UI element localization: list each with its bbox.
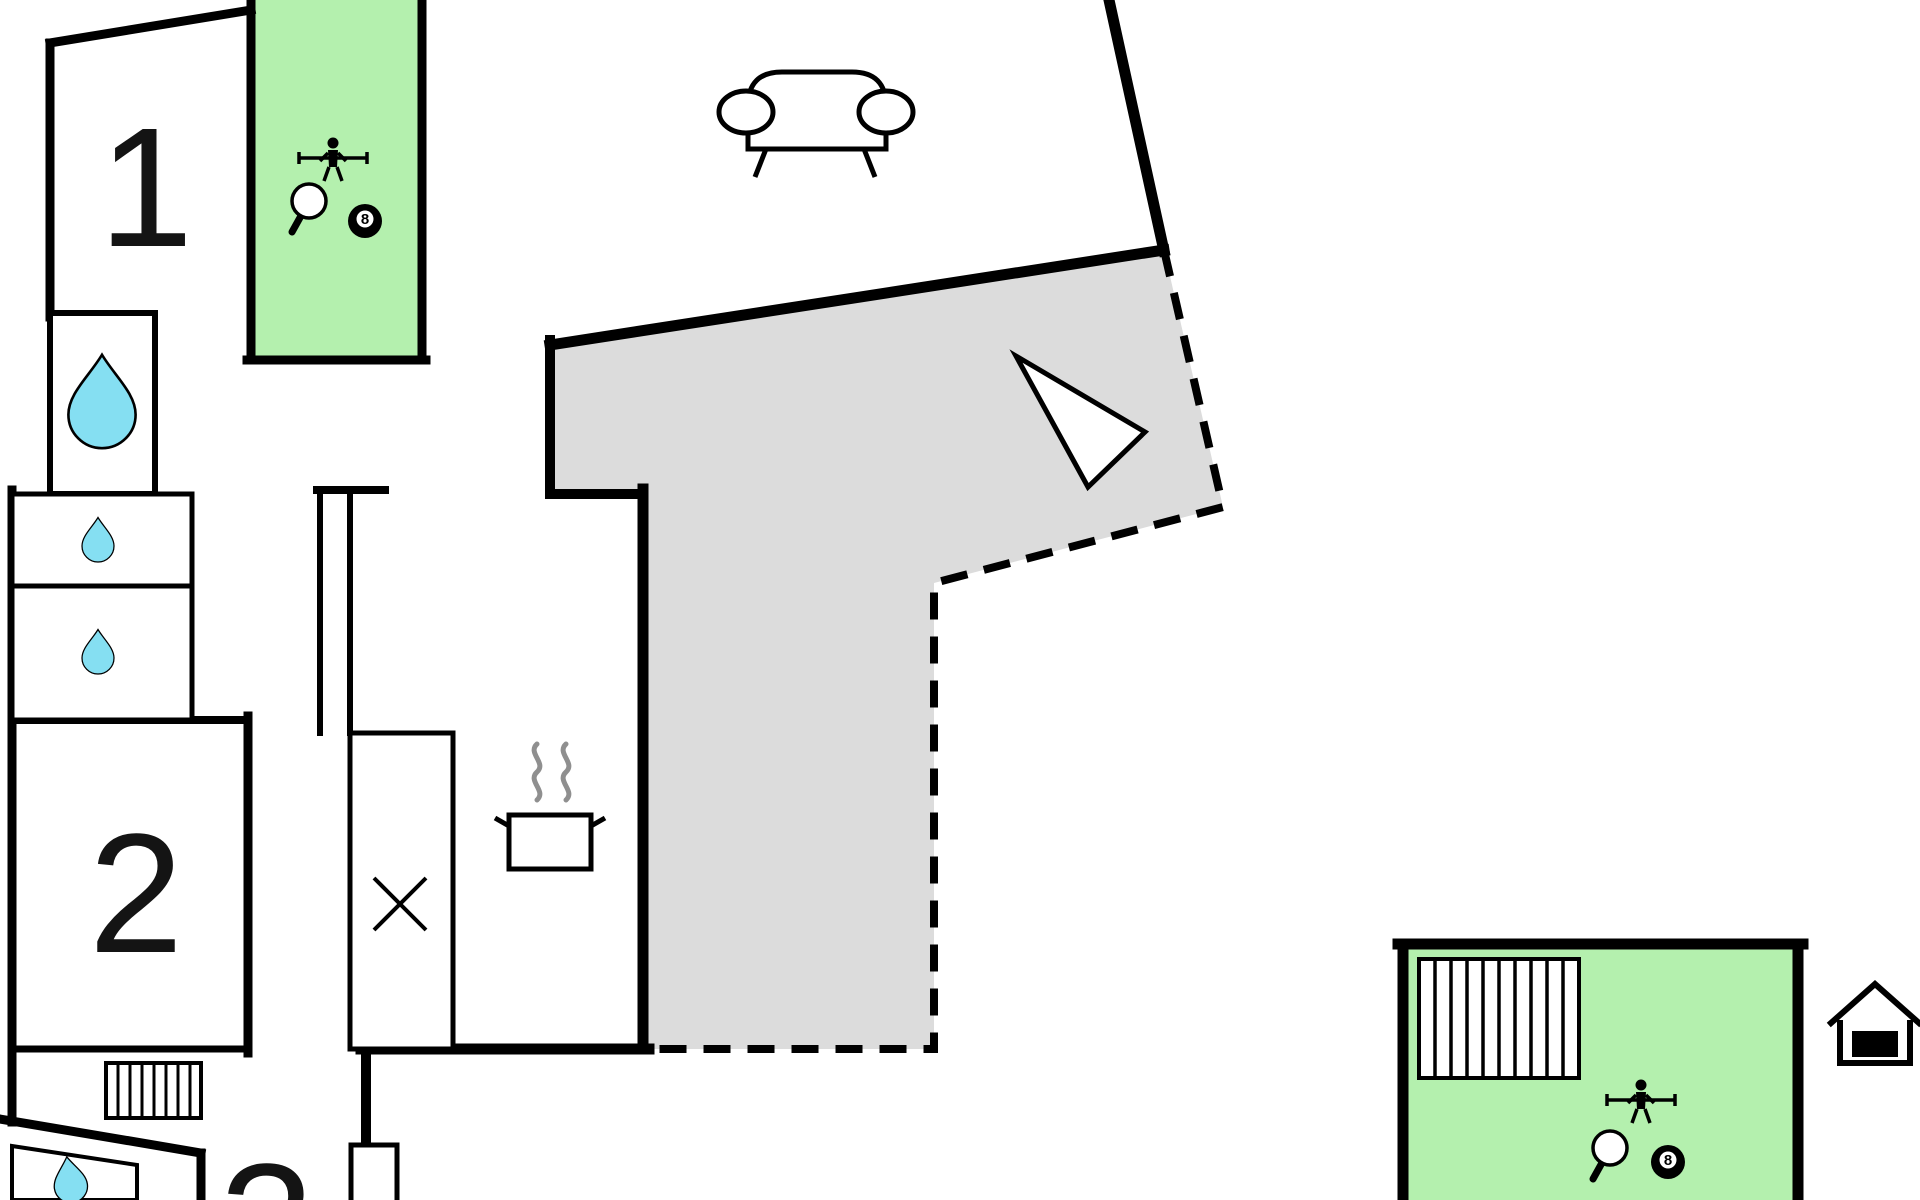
sauna-house-icon bbox=[1826, 979, 1920, 1066]
stairs-icon bbox=[104, 1061, 203, 1120]
entry-door-box bbox=[348, 1142, 400, 1200]
wall-top-right-diagonal bbox=[1103, 0, 1171, 258]
terrace-zone bbox=[550, 250, 1223, 1049]
room3-label: 3 bbox=[220, 1129, 315, 1200]
fixtures bbox=[9, 310, 456, 1200]
cross-hob-icon bbox=[372, 876, 428, 932]
wall-terrace-top bbox=[543, 243, 1171, 352]
terrace-dashed-boundary bbox=[643, 249, 1228, 1053]
compass-arrow-icon bbox=[1009, 349, 1150, 492]
sofa-icon bbox=[716, 69, 916, 178]
steam-icon bbox=[531, 741, 543, 803]
eight-ball-number: 8 bbox=[1664, 1152, 1672, 1169]
steam-icon bbox=[560, 741, 572, 803]
basement-stairs-icon bbox=[1417, 957, 1581, 1080]
room1-label: 1 bbox=[99, 93, 194, 283]
eight-ball-number: 8 bbox=[361, 211, 369, 228]
stove-pot-icon bbox=[493, 741, 607, 872]
wall-room1-top bbox=[44, 4, 257, 49]
wall-stairs-slant bbox=[0, 1114, 207, 1159]
room2-label: 2 bbox=[89, 799, 184, 989]
game-room-zone bbox=[251, 0, 422, 360]
kitchen-counter bbox=[347, 730, 456, 1052]
